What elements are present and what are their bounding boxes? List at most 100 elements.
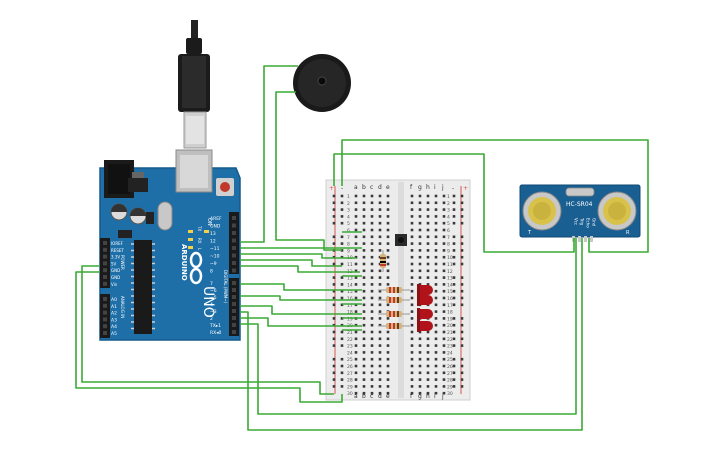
- breadboard-hole[interactable]: [442, 221, 446, 225]
- wire-pin-to-bb-2[interactable]: [240, 253, 356, 259]
- breadboard-hole[interactable]: [434, 337, 438, 341]
- breadboard-hole[interactable]: [442, 317, 446, 320]
- rail-hole[interactable]: [460, 344, 464, 347]
- breadboard-hole[interactable]: [410, 296, 414, 300]
- breadboard-hole[interactable]: [370, 235, 374, 239]
- breadboard-hole[interactable]: [410, 385, 414, 388]
- breadboard-hole[interactable]: [442, 269, 446, 273]
- breadboard-hole[interactable]: [426, 330, 430, 334]
- rail-hole[interactable]: [452, 276, 456, 279]
- rail-hole[interactable]: [452, 208, 456, 211]
- wire-gnd[interactable]: [75, 271, 343, 403]
- breadboard-hole[interactable]: [434, 296, 438, 300]
- breadboard-hole[interactable]: [418, 249, 422, 252]
- analog-pin-hole[interactable]: [103, 310, 107, 315]
- digital-pin-hole[interactable]: [232, 309, 236, 313]
- rail-hole[interactable]: [332, 337, 336, 341]
- breadboard-hole[interactable]: [386, 391, 390, 395]
- breadboard-hole[interactable]: [362, 221, 366, 225]
- breadboard-hole[interactable]: [442, 194, 446, 198]
- breadboard-hole[interactable]: [434, 391, 438, 395]
- digital-pin-hole[interactable]: [232, 288, 236, 292]
- breadboard-hole[interactable]: [370, 228, 374, 232]
- breadboard-hole[interactable]: [370, 330, 374, 334]
- breadboard-hole[interactable]: [362, 323, 366, 327]
- rail-hole[interactable]: [452, 194, 456, 198]
- rail-hole[interactable]: [332, 378, 336, 381]
- rail-hole[interactable]: [340, 289, 344, 293]
- wire-pin-to-bb-8[interactable]: [240, 317, 362, 327]
- rail-hole[interactable]: [460, 221, 464, 225]
- breadboard-hole[interactable]: [418, 242, 422, 245]
- breadboard-hole[interactable]: [378, 228, 382, 232]
- rail-hole[interactable]: [340, 235, 344, 239]
- rail-hole[interactable]: [460, 283, 464, 286]
- breadboard-hole[interactable]: [378, 351, 382, 354]
- breadboard-hole[interactable]: [410, 235, 414, 239]
- breadboard-hole[interactable]: [370, 296, 374, 300]
- breadboard-hole[interactable]: [434, 208, 438, 211]
- breadboard-hole[interactable]: [354, 330, 358, 334]
- breadboard-hole[interactable]: [410, 215, 414, 218]
- breadboard-hole[interactable]: [354, 221, 358, 225]
- breadboard-hole[interactable]: [354, 289, 358, 293]
- breadboard-hole[interactable]: [378, 323, 382, 327]
- breadboard-hole[interactable]: [378, 235, 382, 239]
- rail-hole[interactable]: [460, 249, 464, 252]
- breadboard-hole[interactable]: [378, 303, 382, 307]
- rail-hole[interactable]: [452, 255, 456, 259]
- breadboard-hole[interactable]: [362, 249, 366, 252]
- breadboard-hole[interactable]: [434, 371, 438, 375]
- breadboard-hole[interactable]: [378, 357, 382, 361]
- rail-hole[interactable]: [452, 330, 456, 334]
- rail-hole[interactable]: [332, 330, 336, 334]
- breadboard-hole[interactable]: [386, 357, 390, 361]
- rail-hole[interactable]: [460, 323, 464, 327]
- breadboard-hole[interactable]: [426, 201, 430, 205]
- breadboard-hole[interactable]: [426, 337, 430, 341]
- breadboard-hole[interactable]: [442, 262, 446, 266]
- wire-5v[interactable]: [81, 265, 334, 395]
- breadboard-hole[interactable]: [362, 378, 366, 381]
- breadboard-hole[interactable]: [410, 201, 414, 205]
- breadboard-hole[interactable]: [378, 344, 382, 347]
- breadboard-hole[interactable]: [386, 364, 390, 368]
- rail-hole[interactable]: [452, 249, 456, 252]
- breadboard-hole[interactable]: [378, 337, 382, 341]
- rail-hole[interactable]: [340, 385, 344, 388]
- breadboard-hole[interactable]: [410, 221, 414, 225]
- analog-pin-hole[interactable]: [103, 331, 107, 335]
- breadboard-hole[interactable]: [434, 323, 438, 327]
- breadboard-hole[interactable]: [370, 249, 374, 252]
- rail-hole[interactable]: [332, 289, 336, 293]
- power-pin-hole[interactable]: [103, 281, 107, 286]
- breadboard-hole[interactable]: [410, 289, 414, 293]
- breadboard-hole[interactable]: [410, 310, 414, 313]
- breadboard-hole[interactable]: [418, 208, 422, 211]
- usb-cable[interactable]: [178, 20, 210, 149]
- breadboard-hole[interactable]: [442, 289, 446, 293]
- rail-hole[interactable]: [340, 242, 344, 245]
- breadboard-hole[interactable]: [410, 228, 414, 232]
- digital-pin-hole[interactable]: [232, 253, 236, 258]
- rail-hole[interactable]: [460, 262, 464, 266]
- breadboard-hole[interactable]: [370, 208, 374, 211]
- breadboard-hole[interactable]: [386, 337, 390, 341]
- breadboard-hole[interactable]: [410, 262, 414, 266]
- breadboard-hole[interactable]: [370, 303, 374, 307]
- breadboard-hole[interactable]: [370, 310, 374, 313]
- breadboard-hole[interactable]: [426, 357, 430, 361]
- breadboard-hole[interactable]: [354, 276, 358, 279]
- breadboard-hole[interactable]: [410, 249, 414, 252]
- breadboard-hole[interactable]: [362, 201, 366, 205]
- wire-pin-to-bb-6[interactable]: [240, 295, 362, 301]
- red-led[interactable]: [417, 284, 433, 296]
- breadboard-hole[interactable]: [442, 323, 446, 327]
- rail-hole[interactable]: [452, 221, 456, 225]
- breadboard-hole[interactable]: [378, 296, 382, 300]
- rail-hole[interactable]: [452, 317, 456, 320]
- breadboard-hole[interactable]: [434, 249, 438, 252]
- breadboard-hole[interactable]: [378, 310, 382, 313]
- breadboard-hole[interactable]: [426, 283, 430, 286]
